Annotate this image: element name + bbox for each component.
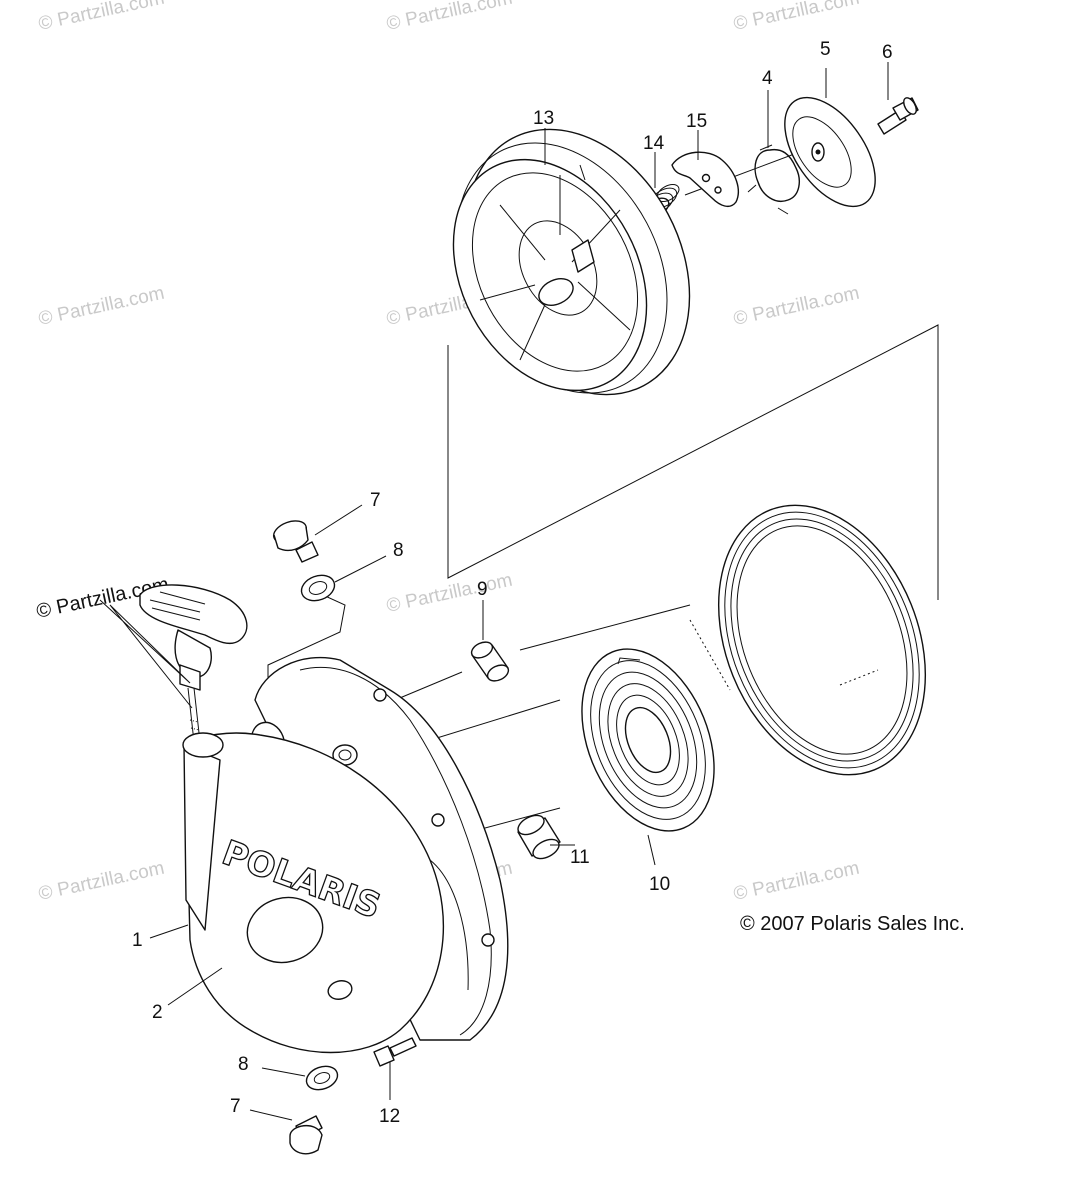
sealing-washer-part-8-upper xyxy=(300,574,336,602)
bushing-part-11 xyxy=(517,814,561,860)
recoil-rope-coil xyxy=(689,504,927,776)
shaft-line xyxy=(394,671,463,701)
watermark: © Partzilla.com xyxy=(732,0,862,35)
callout-10: 10 xyxy=(649,874,670,895)
callout-14: 14 xyxy=(643,133,665,154)
callout-12: 12 xyxy=(379,1106,400,1127)
watermark: © Partzilla.com xyxy=(37,283,167,330)
starter-handle xyxy=(139,584,248,761)
callout-8-lower: 8 xyxy=(238,1054,249,1075)
callout-6: 6 xyxy=(882,42,893,63)
watermark: © Partzilla.com xyxy=(385,0,515,35)
callout-15: 15 xyxy=(686,111,707,132)
callout-1: 1 xyxy=(132,930,143,951)
drain-plug-part-7-upper xyxy=(272,520,319,563)
callout-11: 11 xyxy=(570,847,590,868)
watermark: © Partzilla.com xyxy=(37,0,167,35)
callout-8-upper: 8 xyxy=(393,540,404,561)
callout-numbers: 1 2 4 5 6 7 7 8 8 9 10 11 12 13 14 15 xyxy=(132,39,893,1127)
spring-clip-part-4 xyxy=(747,144,800,215)
callout-2: 2 xyxy=(152,1002,163,1023)
callout-9: 9 xyxy=(477,579,488,600)
watermark: © Partzilla.com xyxy=(37,858,167,905)
callout-5: 5 xyxy=(820,39,831,60)
callout-13: 13 xyxy=(533,108,554,129)
watermark: © Partzilla.com xyxy=(732,858,862,905)
pulley-spring-frame xyxy=(447,324,939,600)
shaft-line xyxy=(519,604,691,651)
sealing-washer-part-8-lower xyxy=(305,1065,339,1091)
friction-plate-part-5 xyxy=(784,96,876,208)
drain-plug-part-7-lower xyxy=(289,1115,323,1155)
callout-7-upper: 7 xyxy=(370,490,381,511)
watermark: © Partzilla.com xyxy=(732,283,862,330)
leader-lines xyxy=(99,62,889,1121)
bolt-part-12 xyxy=(373,1037,417,1067)
callout-4: 4 xyxy=(762,68,773,89)
recoil-spring-part-10 xyxy=(581,648,715,832)
recoil-pulley-part-13 xyxy=(452,128,691,396)
collar-part-9 xyxy=(470,641,510,682)
callout-7-lower: 7 xyxy=(230,1096,241,1117)
ratchet-pawl-part-15 xyxy=(671,151,740,208)
shaft-line xyxy=(469,807,561,833)
copyright-notice: © 2007 Polaris Sales Inc. xyxy=(740,913,965,935)
starter-housing-part-1 xyxy=(182,656,509,1054)
bolt-part-6 xyxy=(877,97,919,135)
